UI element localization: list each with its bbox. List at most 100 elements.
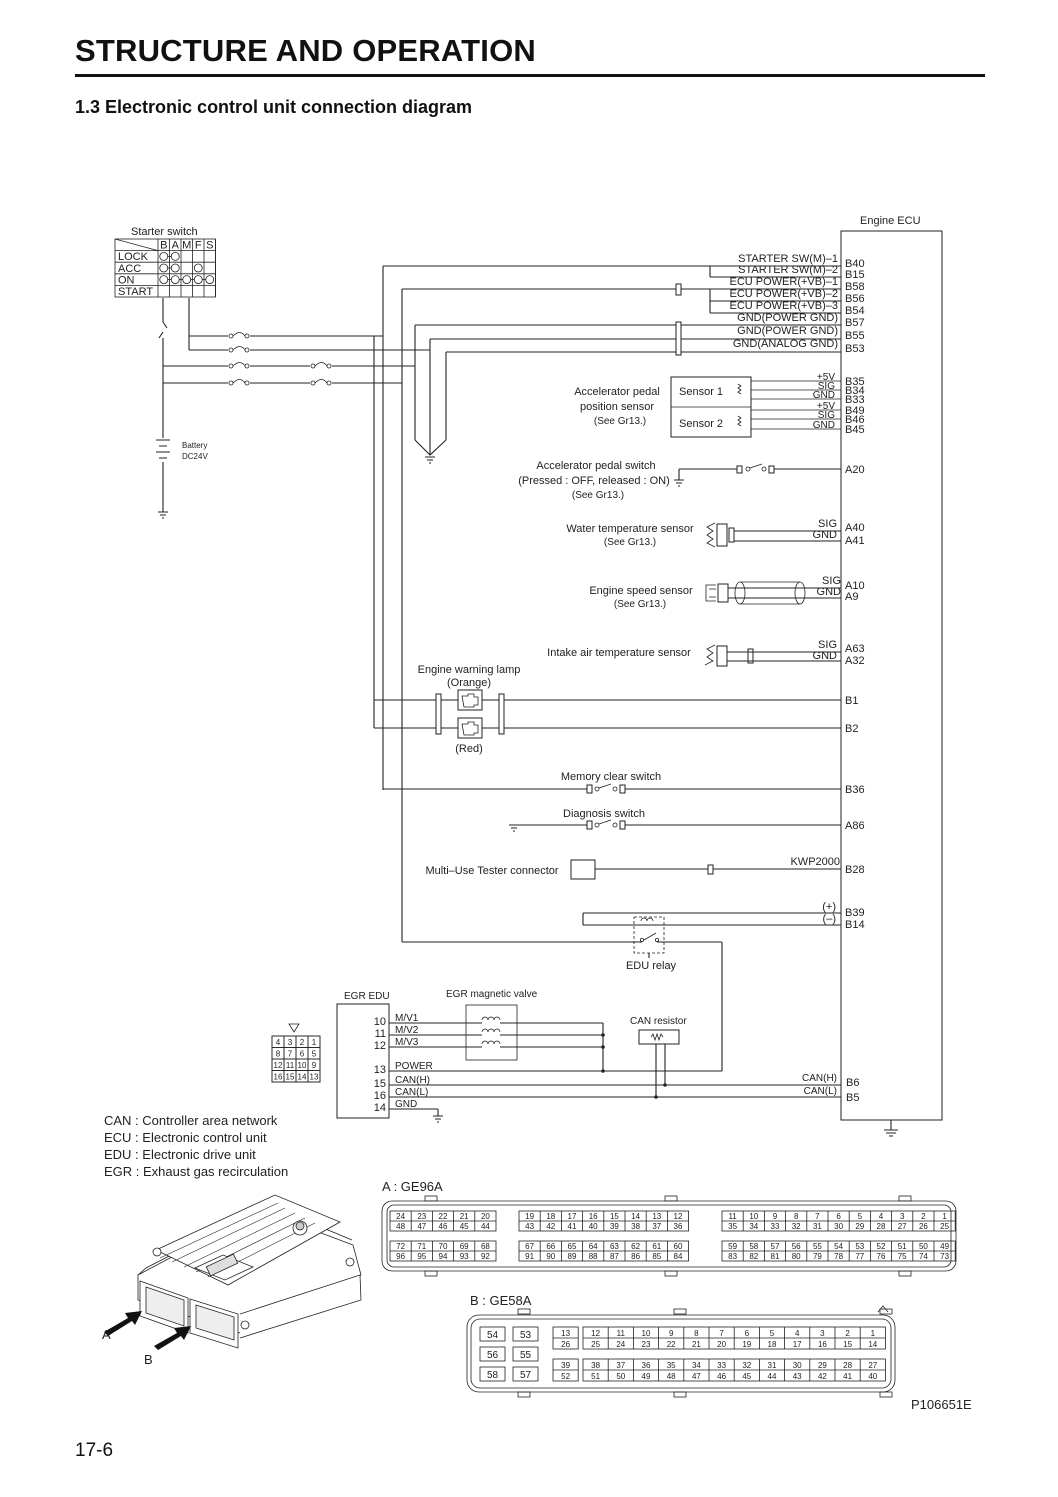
diagnosis-name: Diagnosis switch: [563, 808, 645, 820]
accel-sensor-ref: (See Gr13.): [594, 416, 646, 427]
connector-pin-label: 29: [818, 1361, 827, 1370]
connector-pin-label: 37: [652, 1222, 661, 1231]
connector-pin-label: 34: [749, 1222, 758, 1231]
egr-edu-title: EGR EDU: [344, 991, 390, 1002]
egr-edu-box: [336, 1003, 390, 1119]
speed-gnd: GND: [817, 586, 842, 598]
connector-pin-label: 16: [274, 1073, 283, 1082]
connector-pin-label: 46: [439, 1222, 448, 1231]
ecu-signal-label: ECU POWER(+VB)–3: [730, 300, 839, 312]
ground-icon: [884, 1129, 898, 1137]
battery-icon: [156, 439, 170, 459]
connector-pin-label: 52: [561, 1372, 570, 1381]
connector-pin-label: 96: [396, 1252, 405, 1261]
ecu-signal-label: GND(POWER GND): [737, 312, 838, 324]
connector-pin-label: 11: [617, 1329, 626, 1338]
connector-pin-label: 23: [417, 1212, 426, 1221]
connector-pin-label: 47: [692, 1372, 701, 1381]
switch-contact-icon: [170, 263, 180, 273]
accel-signal-label: GND: [813, 420, 835, 431]
intake-air-name: Intake air temperature sensor: [547, 647, 691, 659]
connector-pin-label: 5: [858, 1212, 863, 1221]
connector-pin-label: 89: [568, 1252, 577, 1261]
connector-pin-label: 9: [669, 1329, 674, 1338]
connector-pin-label: 48: [667, 1372, 676, 1381]
section-title: 1.3 Electronic control unit connection d…: [75, 97, 473, 117]
connector-pin-label: 8: [794, 1212, 799, 1221]
connector-pin-label: 7: [719, 1329, 724, 1338]
connector-pin-label: 31: [768, 1361, 777, 1370]
connector-pin-label: 93: [460, 1252, 469, 1261]
abbreviation-item: CAN : Controller area network: [104, 1113, 278, 1128]
starter-switch-row-on: ON: [118, 274, 135, 286]
sensor2-label: Sensor 2: [679, 418, 723, 430]
connector-pin-label: 14: [868, 1340, 877, 1349]
connector-pin-label: 51: [898, 1242, 907, 1251]
connector-pin-label: 42: [818, 1372, 827, 1381]
connector-pin-label: 22: [439, 1212, 448, 1221]
connector-pin-label: 1: [871, 1329, 876, 1338]
connector-pin-label: 3: [820, 1329, 825, 1338]
connector-pin-label: 84: [674, 1252, 683, 1261]
connector-pin-label: 5: [770, 1329, 775, 1338]
pin-b2: B2: [845, 723, 858, 735]
connector-pin-label: 39: [561, 1361, 570, 1370]
connector-pin-label: 63: [610, 1242, 619, 1251]
connector-pin-label: 28: [877, 1222, 886, 1231]
connector-pin-label: 64: [589, 1242, 598, 1251]
pin-b15: B15: [845, 269, 865, 281]
connector-pin-label: 95: [417, 1252, 426, 1261]
connector-pin-label: 5: [312, 1050, 317, 1059]
connector-pin-label: 44: [768, 1372, 777, 1381]
pin-a9: A9: [845, 591, 858, 603]
potentiometer-icon: [737, 415, 742, 427]
can-l-label: CAN(L): [804, 1086, 837, 1097]
connector-pin-label: 26: [561, 1340, 570, 1349]
connector-pin-label: 35: [728, 1222, 737, 1231]
connector-pin-label: 13: [652, 1212, 661, 1221]
switch-contact-icon: [170, 275, 180, 285]
connector-pin-label: 20: [717, 1340, 726, 1349]
egr-pin-number: 11: [375, 1028, 386, 1040]
connector-pin-label: 36: [674, 1222, 683, 1231]
connector-pin-label: 2: [845, 1329, 850, 1338]
resistor-icon: [638, 1029, 680, 1045]
can-h-label: CAN(H): [802, 1073, 837, 1084]
connector-pin-label: 49: [940, 1242, 949, 1251]
switch-contact-icon: [159, 251, 169, 261]
abbreviation-item: EDU : Electronic drive unit: [104, 1147, 256, 1162]
ecu-signal-label: ECU POWER(+VB)–1: [730, 276, 839, 288]
potentiometer-icon: [737, 383, 742, 395]
arrow-a-icon: [104, 1311, 142, 1336]
relay-plus: (+): [822, 901, 836, 913]
ecu-signal-label: GND(ANALOG GND): [733, 338, 838, 350]
connector-pin-label: 12: [591, 1329, 600, 1338]
connector-pin-label: 42: [546, 1222, 555, 1231]
connector-pin-label: 79: [813, 1252, 822, 1261]
pin-b33: B33: [845, 394, 865, 406]
connector-pin-label: 55: [520, 1350, 532, 1361]
connector-pin-label: 30: [793, 1361, 802, 1370]
accel-switch-state: (Pressed : OFF, released : ON): [518, 475, 670, 487]
connector-pin-label: 10: [298, 1061, 307, 1070]
connector-pin-label: 7: [815, 1212, 820, 1221]
pin-b46: B46: [845, 414, 865, 426]
egr-pin-signal: GND: [395, 1099, 417, 1110]
solenoid-icon: [481, 1016, 501, 1045]
accel-switch-name: Accelerator pedal switch: [536, 460, 655, 472]
connector-pin-label: 36: [642, 1361, 651, 1370]
accel-signal-label: +5V: [817, 401, 835, 412]
relay-minus: (–): [823, 913, 836, 925]
edu-relay-label: EDU relay: [626, 960, 677, 972]
egr-pin-number: 15: [374, 1078, 386, 1090]
connector-icon: [435, 693, 442, 735]
pin-a32: A32: [845, 655, 865, 667]
connector-pin-label: 87: [610, 1252, 619, 1261]
page-number: 17-6: [75, 1440, 114, 1461]
tester-name: Multi–Use Tester connector: [425, 865, 558, 877]
connector-pin-label: 62: [631, 1242, 640, 1251]
connector-pin-label: 7: [288, 1050, 293, 1059]
starter-switch-col-A: A: [172, 240, 180, 252]
egr-pin-number: 14: [374, 1102, 386, 1114]
